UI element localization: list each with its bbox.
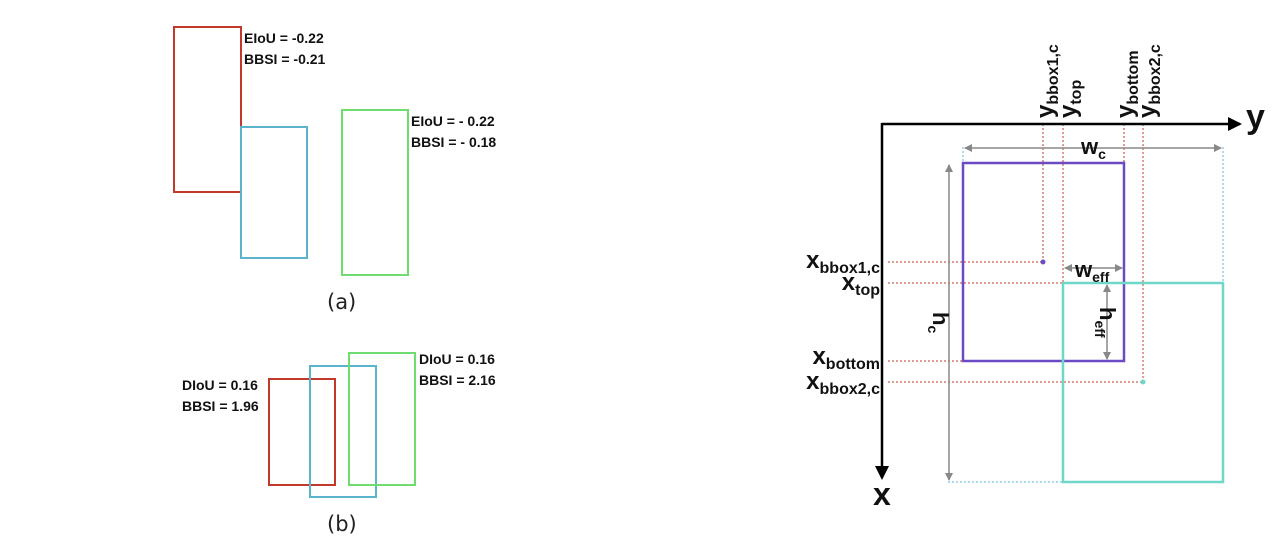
label-x-bbox1: xbbox1,c [806,247,880,277]
panel-b: DIoU = 0.16 BBSI = 1.96 DIoU = 0.16 BBSI… [182,351,496,536]
panel-b-green-box [348,352,416,486]
x-axis-label: x [873,476,891,512]
panel-b-red-box [268,378,336,486]
geometry-diagram: y x ybbox1,c ytop ybottom ybbox2,c xbbox… [806,44,1265,512]
panel-a-red-bbsi: BBSI = -0.21 [244,51,326,67]
panel-a-caption: (a) [327,290,356,314]
panel-a-red-eiou: EIoU = -0.22 [244,30,324,46]
panel-a-green-box [341,109,409,276]
bbox2-center-dot [1140,379,1146,385]
panel-a-green-eiou: EIoU = - 0.22 [411,113,495,129]
label-y-bbox2: ybbox2,c [1134,44,1164,118]
bbox2-rectangle [1061,281,1225,484]
panel-a-red-box [173,26,242,193]
label-w-c: wc [1080,134,1106,162]
panel-b-red-diou: DIoU = 0.16 [182,377,258,393]
bbox1-center-dot [1040,259,1046,265]
panel-b-green-diou: DIoU = 0.16 [419,351,495,367]
label-y-bottom: ybottom [1112,50,1142,118]
panel-b-red-bbsi: BBSI = 1.96 [182,398,259,414]
panel-b-blue-box [309,365,377,498]
panel-a: EIoU = -0.22 BBSI = -0.21 EIoU = - 0.22 … [173,26,496,314]
bbox1-rectangle [961,161,1126,363]
y-axis-label: y [1246,98,1265,136]
label-y-top: ytop [1055,80,1085,118]
panel-a-blue-box [240,126,308,259]
panel-b-green-bbsi: BBSI = 2.16 [419,372,496,388]
label-h-c: hc [925,312,953,333]
label-x-bottom: xbottom [812,343,880,373]
panel-a-green-bbsi: BBSI = - 0.18 [411,134,496,150]
label-y-bbox1: ybbox1,c [1032,44,1062,118]
label-x-top: xtop [842,269,880,299]
label-x-bbox2: xbbox2,c [806,368,880,398]
panel-b-caption: (b) [327,512,357,536]
label-w-eff: weff [1074,257,1110,285]
label-h-eff: heff [1092,307,1120,338]
enclosing-box-guides [948,147,1224,483]
